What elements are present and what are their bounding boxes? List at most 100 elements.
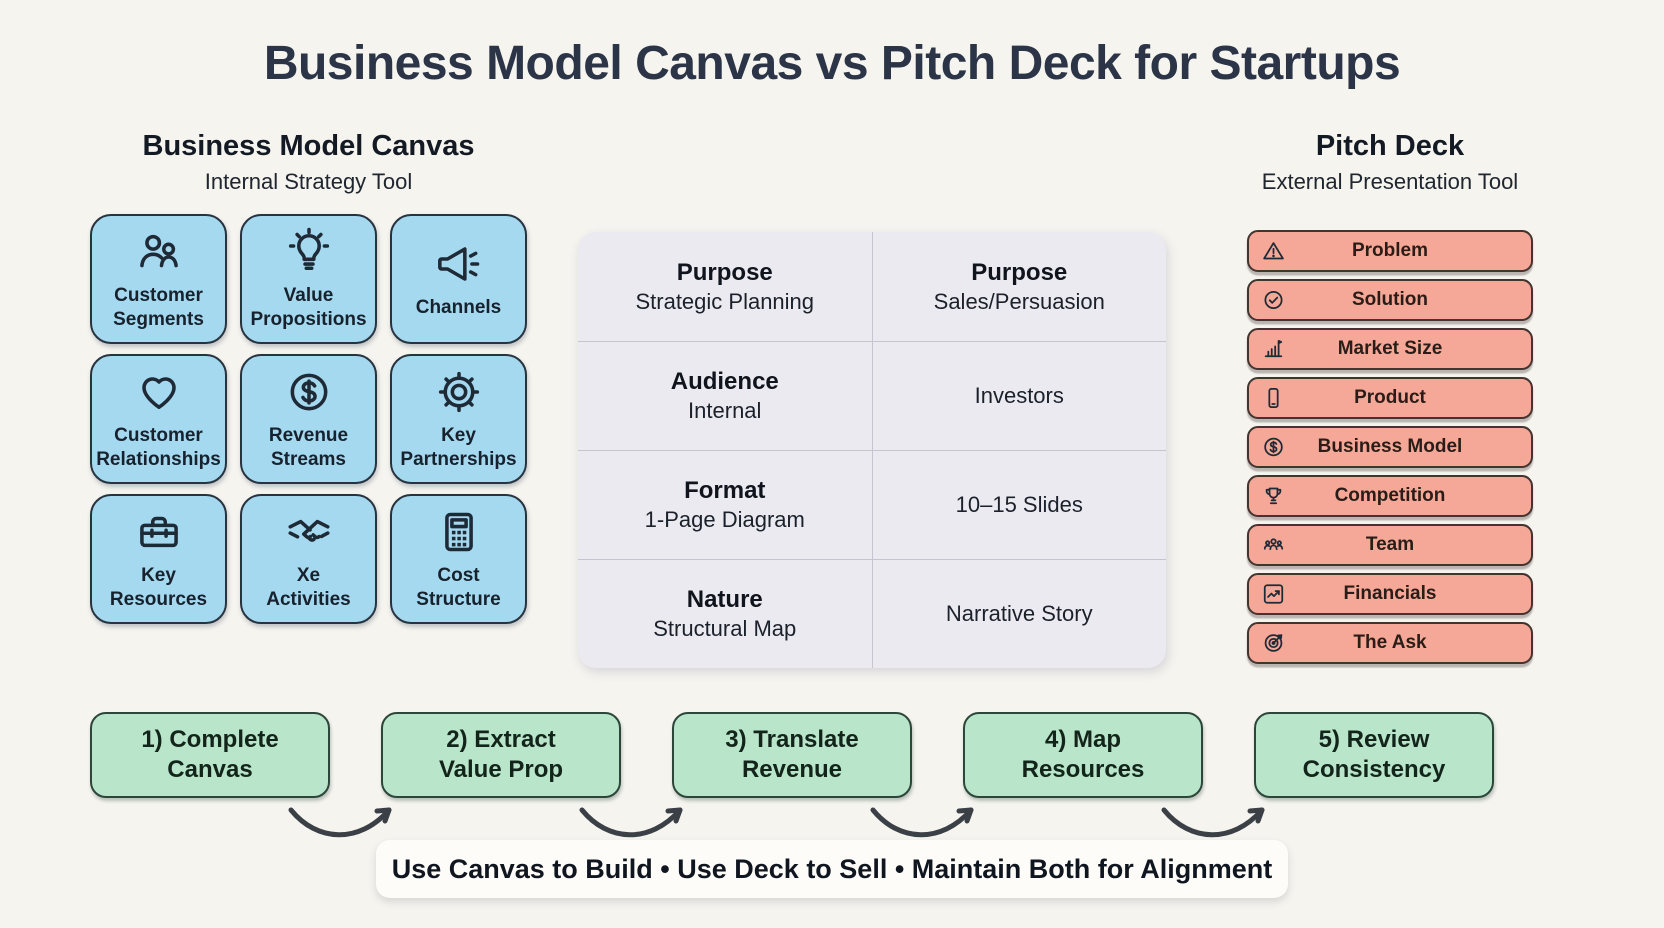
pitch-slide-pill: Financials — [1247, 573, 1533, 615]
cell-value: 1-Page Diagram — [644, 507, 805, 533]
card-label: Cost Structure — [416, 565, 501, 610]
card-label: Customer Segments — [113, 285, 204, 330]
step-box: 3) Translate Revenue — [672, 712, 912, 798]
toolbox-icon — [134, 507, 184, 557]
step-label: Value Prop — [438, 756, 564, 783]
pitch-slide-pill: Business Model — [1247, 426, 1533, 468]
pill-label: Team — [1365, 534, 1415, 555]
step-box: 2) Extract Value Prop — [381, 712, 621, 798]
table-row: Nature Structural Map Narrative Story — [578, 559, 1166, 668]
cell-value: 10–15 Slides — [955, 491, 1083, 517]
team-icon — [1261, 533, 1286, 558]
pitch-slide-pill: Market Size — [1247, 328, 1533, 370]
canvas-title: Business Model Canvas — [142, 130, 475, 162]
line-chart-icon — [1261, 582, 1286, 607]
card-label: Key Partnerships — [400, 425, 517, 470]
pitch-slide-pill: Problem — [1247, 230, 1533, 272]
workflow-steps: 1) Complete Canvas 2) Extract Value Prop… — [90, 712, 1494, 798]
pitch-subtitle: External Presentation Tool — [1261, 169, 1519, 195]
step-box: 4) Map Resources — [963, 712, 1203, 798]
footer-banner: Use Canvas to Build • Use Deck to Sell •… — [376, 840, 1288, 898]
table-cell-left: Nature Structural Map — [578, 560, 872, 668]
target-icon — [1261, 631, 1286, 656]
pitch-slide-pill: Solution — [1247, 279, 1533, 321]
step-label: 2) Extract — [446, 726, 556, 753]
pill-label: Market Size — [1337, 338, 1443, 359]
step-label: 1) Complete — [141, 726, 279, 753]
calculator-icon — [434, 507, 484, 557]
step-label: 4) Map — [1044, 726, 1121, 753]
canvas-grid: Customer Segments Value Propositions Cha… — [90, 214, 527, 624]
canvas-card: Revenue Streams — [240, 354, 377, 484]
table-row: Purpose Strategic Planning Purpose Sales… — [578, 232, 1166, 341]
table-cell-left: Format 1-Page Diagram — [578, 451, 872, 559]
canvas-card: Channels — [390, 214, 527, 344]
pill-label: Solution — [1352, 289, 1428, 310]
card-label: Xe Activities — [266, 565, 351, 610]
step-label: 5) Review — [1318, 726, 1430, 753]
table-row: Audience Internal Investors — [578, 341, 1166, 450]
canvas-card: Key Resources — [90, 494, 227, 624]
lightbulb-icon — [284, 227, 334, 277]
bar-chart-icon — [1261, 337, 1286, 362]
pill-label: Problem — [1351, 240, 1429, 261]
table-cell-right: Investors — [871, 342, 1167, 450]
step-label: Consistency — [1302, 756, 1446, 783]
step-box: 5) Review Consistency — [1254, 712, 1494, 798]
gear-icon — [434, 367, 484, 417]
canvas-card: Cost Structure — [390, 494, 527, 624]
table-cell-left: Purpose Strategic Planning — [578, 232, 872, 341]
pitch-section-header: Pitch Deck External Presentation Tool — [1230, 130, 1550, 195]
people-icon — [134, 227, 184, 277]
flow-arrow-icon — [1161, 807, 1265, 838]
card-label: Value Propositions — [250, 285, 367, 330]
step-label: Revenue — [741, 756, 843, 783]
card-label: Key Resources — [109, 565, 208, 610]
cell-title: Purpose — [676, 258, 773, 286]
cell-title: Purpose — [971, 258, 1068, 286]
flow-arrow-icon — [579, 807, 683, 838]
pill-label: Competition — [1334, 485, 1446, 506]
canvas-card: Key Partnerships — [390, 354, 527, 484]
cell-value: Structural Map — [653, 616, 797, 642]
check-circle-icon — [1261, 288, 1286, 313]
table-cell-left: Audience Internal — [578, 342, 872, 450]
cell-title: Format — [684, 477, 766, 505]
dollar-circle-icon — [1261, 435, 1286, 460]
pill-label: The Ask — [1353, 632, 1427, 653]
handshake-icon — [284, 507, 334, 557]
cell-value: Internal — [688, 398, 762, 424]
pitch-slide-pill: Competition — [1247, 475, 1533, 517]
canvas-card: Customer Relationships — [90, 354, 227, 484]
table-row: Format 1-Page Diagram 10–15 Slides — [578, 450, 1166, 559]
card-label: Channels — [415, 296, 502, 318]
table-cell-right: 10–15 Slides — [871, 451, 1167, 559]
step-label: Canvas — [167, 756, 253, 783]
card-label: Customer Relationships — [96, 425, 221, 470]
pill-label: Business Model — [1317, 436, 1463, 457]
pitch-slide-list: Problem Solution Market Size Product Bus… — [1247, 230, 1533, 671]
pitch-slide-pill: Product — [1247, 377, 1533, 419]
megaphone-icon — [434, 239, 484, 289]
canvas-section-header: Business Model Canvas Internal Strategy … — [90, 130, 527, 195]
canvas-card: Xe Activities — [240, 494, 377, 624]
cell-title: Nature — [686, 586, 763, 614]
smartphone-icon — [1261, 386, 1286, 411]
cell-value: Investors — [974, 382, 1064, 408]
page-title: Business Model Canvas vs Pitch Deck for … — [263, 37, 1401, 90]
canvas-subtitle: Internal Strategy Tool — [204, 169, 413, 195]
canvas-card: Value Propositions — [240, 214, 377, 344]
flow-arrow-icon — [870, 807, 974, 838]
cell-value: Strategic Planning — [635, 288, 815, 314]
card-label: Revenue Streams — [268, 425, 349, 470]
footer-text: Use Canvas to Build • Use Deck to Sell •… — [391, 853, 1273, 884]
warning-icon — [1261, 239, 1286, 264]
pitch-title: Pitch Deck — [1315, 130, 1465, 162]
flow-arrow-icon — [288, 807, 392, 838]
comparison-table: Purpose Strategic Planning Purpose Sales… — [578, 232, 1166, 668]
dollar-circle-icon — [284, 367, 334, 417]
step-box: 1) Complete Canvas — [90, 712, 330, 798]
cell-value: Sales/Persuasion — [933, 288, 1105, 314]
pill-label: Financials — [1343, 583, 1437, 604]
